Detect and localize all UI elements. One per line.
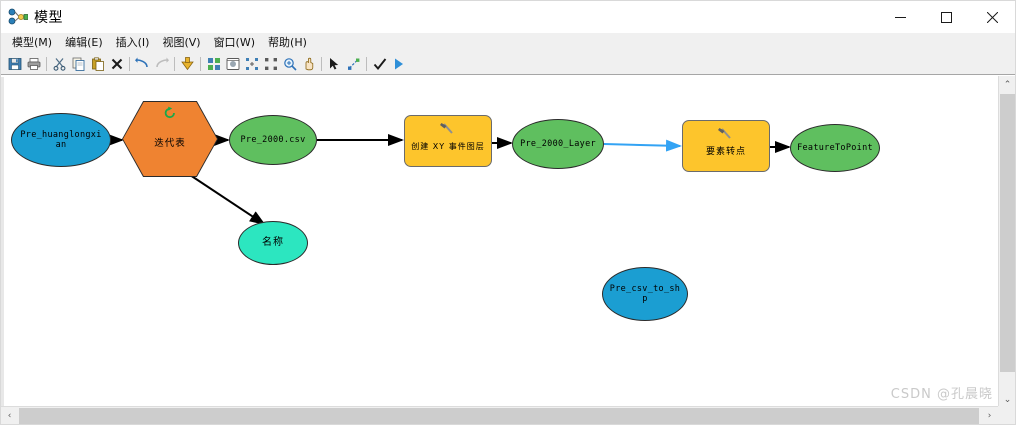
scrollbar-corner <box>998 406 1015 424</box>
tool-hammer-icon <box>439 122 457 136</box>
menu-help[interactable]: 帮助(H) <box>268 35 307 49</box>
auto-layout-icon[interactable] <box>204 55 223 73</box>
connector-pre2000layer-to-yasuzhuandian <box>603 139 682 152</box>
node-label: Pre_2000_Layer <box>520 139 596 149</box>
node-label: Pre_2000.csv <box>240 135 306 145</box>
menu-insert[interactable]: 插入(I) <box>115 35 150 49</box>
loop-iterator-icon <box>163 106 177 120</box>
fit-page-icon[interactable] <box>261 55 280 73</box>
toolbar-separator <box>174 56 175 71</box>
pan-hand-icon[interactable] <box>299 55 318 73</box>
scroll-left-arrow-icon[interactable]: ‹ <box>7 410 12 421</box>
print-icon[interactable] <box>24 55 43 73</box>
undo-arrow-icon[interactable] <box>133 55 152 73</box>
model-canvas-area: Pre_huanglongxian 迭代表 Pre_2000.csv <box>1 76 1015 424</box>
node-label: 要素转点 <box>705 147 746 157</box>
cut-scissors-icon[interactable] <box>50 55 69 73</box>
save-icon[interactable] <box>5 55 24 73</box>
toolbar-separator <box>200 56 201 71</box>
window-controls <box>877 1 1015 33</box>
toolbar <box>1 53 1015 75</box>
node-feature-to-point[interactable]: FeatureToPoint <box>790 124 880 172</box>
vertical-scrollbar[interactable]: ⌃ ⌄ <box>998 76 1015 408</box>
minimize-button[interactable] <box>877 1 923 33</box>
node-label: 创建 XY 事件图层 <box>411 142 485 151</box>
toolbar-separator <box>321 56 322 71</box>
full-extent-icon[interactable] <box>223 55 242 73</box>
scroll-up-arrow-icon[interactable]: ⌃ <box>1003 79 1012 90</box>
node-label: 名称 <box>262 237 284 248</box>
canvas-left-edge <box>1 77 4 408</box>
validate-check-icon[interactable] <box>370 55 389 73</box>
close-button[interactable] <box>969 1 1015 33</box>
toolbar-separator <box>366 56 367 71</box>
menu-view[interactable]: 视图(V) <box>162 35 201 49</box>
node-pre-2000-csv[interactable]: Pre_2000.csv <box>229 115 317 165</box>
menu-window[interactable]: 窗口(W) <box>213 35 256 49</box>
maximize-button[interactable] <box>923 1 969 33</box>
tool-hammer-icon <box>717 127 735 141</box>
scroll-down-arrow-icon[interactable]: ⌄ <box>1003 394 1012 405</box>
model-builder-icon <box>8 8 29 26</box>
model-canvas[interactable]: Pre_huanglongxian 迭代表 Pre_2000.csv <box>1 76 993 408</box>
zoom-in-icon[interactable] <box>280 55 299 73</box>
run-play-icon[interactable] <box>389 55 408 73</box>
menu-bar: 模型(M) 编辑(E) 插入(I) 视图(V) 窗口(W) 帮助(H) <box>1 33 1015 53</box>
node-pre-csv-to-shp[interactable]: Pre_csv_to_shp <box>602 267 688 321</box>
connector-iterator-to-mingcheng <box>186 172 266 226</box>
window-title: 模型 <box>34 9 63 26</box>
zoom-to-selection-icon[interactable] <box>242 55 261 73</box>
watermark: CSDN @孔晨晓 <box>890 387 993 402</box>
connect-icon[interactable] <box>344 55 363 73</box>
node-pre-2000-layer[interactable]: Pre_2000_Layer <box>512 119 604 169</box>
add-data-icon[interactable] <box>178 55 197 73</box>
node-create-xy-event-layer[interactable]: 创建 XY 事件图层 <box>404 115 492 167</box>
node-yao-su-zhuan-dian[interactable]: 要素转点 <box>682 120 770 172</box>
node-label: FeatureToPoint <box>797 143 873 153</box>
redo-arrow-icon[interactable] <box>152 55 171 73</box>
paste-icon[interactable] <box>88 55 107 73</box>
node-label: 迭代表 <box>154 138 186 149</box>
horizontal-scrollbar[interactable]: ‹ › <box>1 406 1015 424</box>
node-ming-cheng[interactable]: 名称 <box>238 221 308 265</box>
scroll-right-arrow-icon[interactable]: › <box>987 410 992 421</box>
vertical-scroll-thumb[interactable] <box>1000 94 1015 372</box>
menu-edit[interactable]: 编辑(E) <box>65 35 103 49</box>
title-bar: 模型 <box>1 1 1015 33</box>
menu-model[interactable]: 模型(M) <box>12 35 53 49</box>
node-label: Pre_huanglongxian <box>20 130 102 150</box>
node-pre-huanglongxian[interactable]: Pre_huanglongxian <box>11 113 111 167</box>
copy-icon[interactable] <box>69 55 88 73</box>
toolbar-separator <box>129 56 130 71</box>
toolbar-separator <box>46 56 47 71</box>
horizontal-scroll-thumb[interactable] <box>19 408 979 424</box>
node-label: Pre_csv_to_shp <box>609 284 681 304</box>
delete-x-icon[interactable] <box>107 55 126 73</box>
select-arrow-icon[interactable] <box>325 55 344 73</box>
